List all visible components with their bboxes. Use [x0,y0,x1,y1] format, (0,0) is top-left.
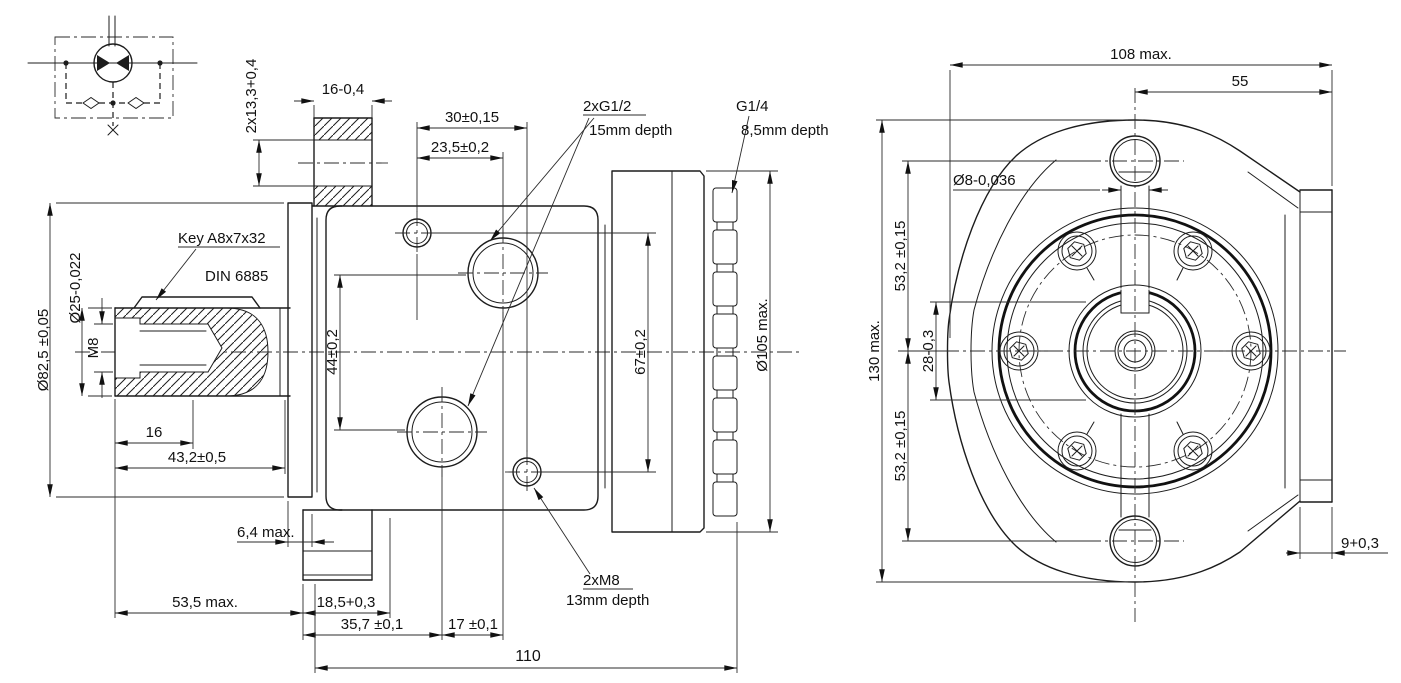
check-valve-right-icon [127,97,145,109]
flow-arrow-right-icon [116,55,129,71]
dim-foot-off: 18,5+0,3 [317,594,376,611]
dim-flange-dia: Ø82,5 ±0,05 [35,309,52,391]
dim-height-max: 130 max. [866,320,883,382]
dim-slot-width: Ø8-0,036 [953,172,1016,189]
schematic-symbol [27,15,198,136]
bolt-lower-right [1173,431,1213,471]
dim-port-off-30: 30±0,15 [445,109,499,126]
label-drain-port-depth: 8,5mm depth [741,122,829,139]
dim-port-off-35-7: 35,7 ±0,1 [341,616,403,633]
bolt-upper-left [1057,231,1097,271]
dim-pilot-len: 6,4 max. [237,524,295,541]
dim-shaft-dia: Ø25-0,022 [67,253,84,324]
dim-body-dia: Ø105 max. [754,298,771,371]
sv-dimensions: Ø82,5 ±0,05 Ø25-0,022 M8 16 43,2±0,5 [35,59,778,673]
dim-block-depth: 9+0,3 [1341,535,1379,552]
label-main-ports-depth: 15mm depth [589,122,672,139]
dim-ear-width: 16-0,4 [322,81,365,98]
sv-labels: Key A8x7x32 DIN 6885 2xG1/2 15mm depth G… [155,98,829,609]
dim-port-off-23-5: 23,5±0,2 [431,139,489,156]
bolt-upper-right [1173,231,1213,271]
dim-overall-len: 110 [515,648,541,665]
label-mounting-holes-depth: 13mm depth [566,592,649,609]
sv-rear-housing [604,170,738,533]
label-mounting-holes: 2xM8 [583,572,620,589]
label-key-spec: Key A8x7x32 [178,230,266,247]
dim-width-max: 108 max. [1110,46,1172,63]
label-key-standard: DIN 6885 [205,268,268,285]
dim-hole-spacing-v: 67±0,2 [632,329,649,375]
dim-shaft-thread: M8 [85,338,102,359]
dim-port-face-off: 55 [1232,73,1249,90]
label-main-ports: 2xG1/2 [583,98,631,115]
label-drain-port: G1/4 [736,98,769,115]
side-view: Ø82,5 ±0,05 Ø25-0,022 M8 16 43,2±0,5 [35,59,829,673]
dim-front-len: 53,5 max. [172,594,238,611]
ev-centerlines [944,88,1346,622]
flow-arrow-left-icon [97,55,110,71]
end-view: 108 max. 55 Ø8-0,036 130 max. 53,2 ±0,15… [866,46,1388,622]
dim-hole-off-top: 53,2 ±0,15 [892,221,909,292]
bolt-lower-left [1057,431,1097,471]
dim-thread-len: 16 [146,424,163,441]
dim-pilot-width: 28-0,3 [920,330,937,373]
check-valve-left-icon [82,97,100,109]
dim-ear-slot: 2x13,3+0,4 [243,59,260,134]
ev-dimensions: 108 max. 55 Ø8-0,036 130 max. 53,2 ±0,15… [866,46,1388,583]
sv-shaft [114,296,291,397]
dim-port-spacing-v: 44±0,2 [324,329,341,375]
end-cover-bolting [712,187,738,517]
ev-bolts [999,231,1271,471]
dim-port-off-17: 17 ±0,1 [448,616,498,633]
dim-hole-off-bottom: 53,2 ±0,15 [892,411,909,482]
dim-shaft-len: 43,2±0,5 [168,449,226,466]
sv-body [298,117,599,581]
sv-ports [395,211,549,494]
shaft-key [133,296,261,309]
